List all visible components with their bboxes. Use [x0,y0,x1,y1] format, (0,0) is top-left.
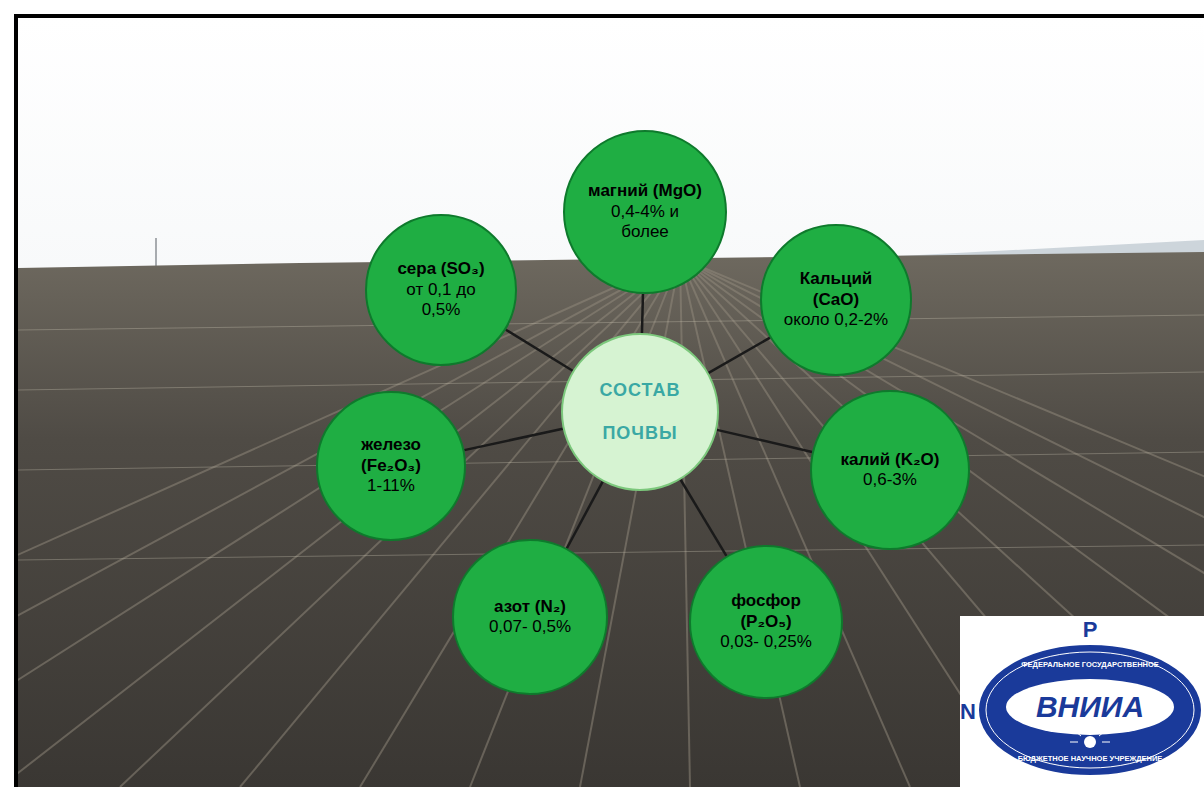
connector-line [709,338,770,373]
circle-text: железо (Fe₂O₃)1-11% [339,435,444,496]
connector-line [641,294,644,333]
element-name: Кальций (CaO) [783,269,889,310]
element-name: фосфор (P₂O₅) [712,591,820,632]
circle-text: фосфор (P₂O₅)0,03- 0,25% [712,591,820,652]
element-name: железо (Fe₂O₃) [339,435,444,476]
circle-fill [562,334,718,490]
frame [14,14,18,787]
element-name: магний (MgO) [588,181,703,201]
element-content: около 0,2-2% [783,310,889,330]
institute-logo [960,616,1204,787]
element-name: СОСТАВ ПОЧВЫ [585,369,696,455]
circle-text: магний (MgO)0,4-4% и более [588,181,703,242]
circle-fill [811,391,969,549]
element-circle: железо (Fe₂O₃)1-11% [316,391,466,541]
center-circle: СОСТАВ ПОЧВЫ [561,333,719,491]
circle-text: СОСТАВ ПОЧВЫ [585,369,696,455]
connector-line [681,480,727,556]
circle-text: азот (N₂)0,07- 0,5% [476,597,585,638]
element-content: 1-11% [339,476,444,496]
element-circle: сера (SO₃)от 0,1 до 0,5% [365,214,517,366]
circle-fill [453,540,607,694]
circle-fill [564,131,726,293]
element-content: от 0,1 до 0,5% [388,280,494,321]
element-content: 0,03- 0,25% [712,632,820,652]
connector-line [506,330,573,371]
element-name: азот (N₂) [476,597,585,617]
connector-line [464,429,562,450]
element-content: 0,4-4% и более [588,202,703,243]
circle-fill [690,546,842,698]
element-content: 0,6-3% [834,470,946,490]
element-name: сера (SO₃) [388,259,494,279]
circle-fill [317,392,465,540]
element-circle: Кальций (CaO)около 0,2-2% [760,224,912,376]
circle-text: сера (SO₃)от 0,1 до 0,5% [388,259,494,320]
circle-fill [761,225,911,375]
circle-outline [561,333,719,491]
element-circle: калий (K₂O)0,6-3% [810,390,970,550]
element-content: 0,07- 0,5% [476,617,585,637]
furrows [0,258,1204,787]
element-circle: магний (MgO)0,4-4% и более [563,130,727,294]
element-circle: фосфор (P₂O₅)0,03- 0,25% [689,545,843,699]
circle-text: Кальций (CaO)около 0,2-2% [783,269,889,330]
element-circle: азот (N₂)0,07- 0,5% [452,539,608,695]
pole [155,238,157,266]
element-name: калий (K₂O) [834,450,946,470]
frame [14,14,1204,18]
soil-speckles [18,315,1204,560]
connector-line [717,430,812,452]
logo-letter: P [1083,617,1098,643]
logo-letter: N [960,699,976,725]
logo-name: ВНИИА [1036,690,1144,724]
circle-text: калий (K₂O)0,6-3% [834,450,946,491]
connector-line [567,482,603,549]
circle-fill [366,215,516,365]
logo-caption: БЮДЖЕТНОЕ НАУЧНОЕ УЧРЕЖДЕНИЕ [1018,754,1163,763]
logo-caption: ФЕДЕРАЛЬНОЕ ГОСУДАРСТВЕННОЕ [1021,660,1159,669]
